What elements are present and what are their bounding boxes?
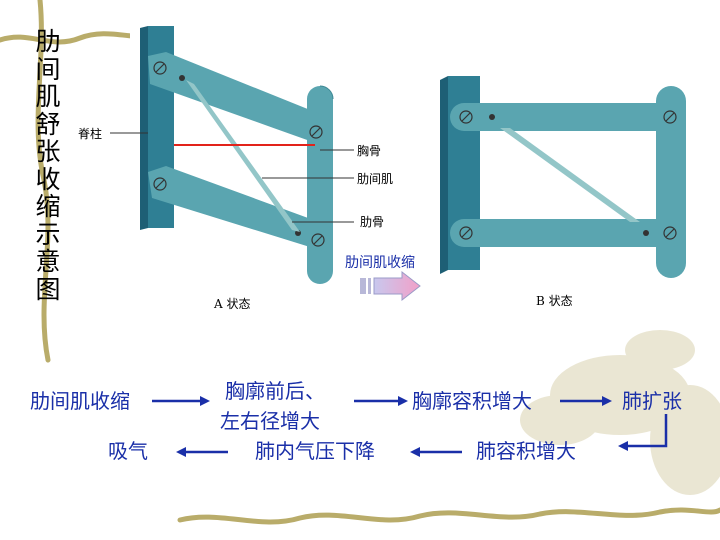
flow-step-5: 肺容积增大 (476, 439, 576, 463)
rib-label: 肋骨 (360, 214, 384, 229)
arrow-1-2-head (200, 396, 210, 406)
flow-step-6: 肺内气压下降 (255, 439, 375, 463)
intercostal-label: 肋间肌 (357, 171, 393, 186)
state-a-label: A 状态 (213, 297, 250, 311)
transition-label: 肋间肌收缩 (345, 255, 415, 271)
title-char: 间 (35, 54, 61, 84)
intercostal-b (500, 128, 640, 222)
diagram-panel (130, 18, 692, 330)
arrow-4-5 (628, 414, 668, 448)
arrow-4-5-head (618, 441, 628, 451)
title-char: 肋 (35, 27, 61, 56)
title-char: 意 (35, 247, 61, 276)
flow-step-3: 胸廓容积增大 (412, 389, 532, 413)
flow-step-4: 肺扩张 (622, 389, 682, 413)
title-char: 图 (35, 274, 61, 304)
title-char: 收 (35, 164, 61, 194)
arrow-3-4-head (602, 396, 612, 406)
title-char: 张 (35, 137, 61, 166)
flow-step-1: 肋间肌收缩 (30, 389, 130, 413)
title-char: 肌 (35, 82, 61, 111)
flow-step-7: 吸气 (108, 439, 148, 463)
flow-step-2-line1: 胸廓前后、 (225, 379, 325, 403)
upper-rib-a (148, 52, 330, 146)
sternum-label: 胸骨 (357, 143, 381, 158)
state-b-label: B 状态 (536, 294, 573, 308)
intercostal-a (186, 80, 300, 232)
transition-arrow (360, 270, 421, 302)
spine-label: 脊柱 (78, 126, 102, 141)
upper-rib-b (450, 103, 686, 131)
arrow-5-6-head (410, 447, 420, 457)
title-char: 缩 (35, 192, 61, 221)
title-char: 舒 (35, 109, 61, 139)
arrow-2-3-head (398, 396, 408, 406)
vertical-title: 肋 间 肌 舒 张 收 缩 示 意 图 (30, 28, 66, 303)
lower-rib-b (450, 219, 686, 247)
arrow-6-7-head (176, 447, 186, 457)
title-char: 示 (35, 219, 61, 249)
lower-rib-a (148, 166, 330, 252)
flow-step-2-line2: 左右径增大 (220, 409, 320, 433)
